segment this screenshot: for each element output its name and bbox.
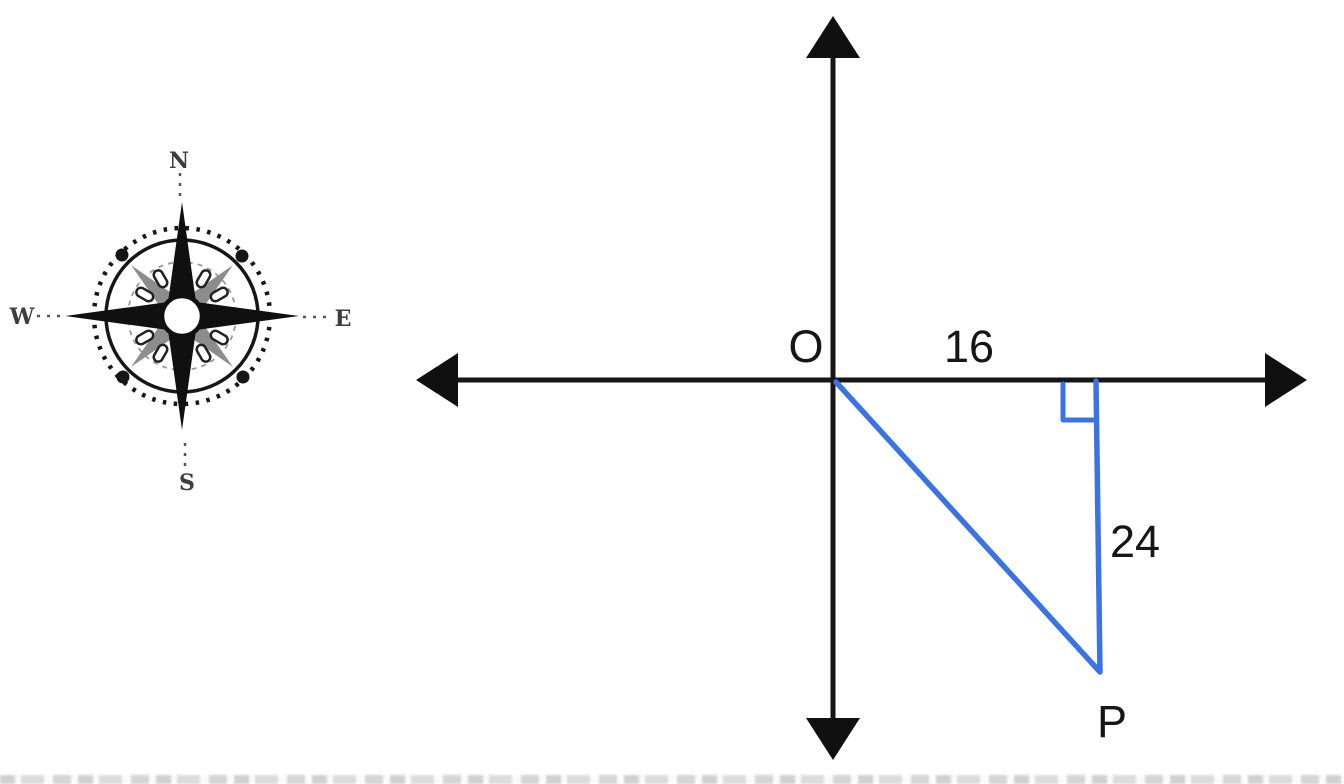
right-angle-marker bbox=[1060, 381, 1098, 423]
ring-dot-ne bbox=[235, 249, 249, 263]
ring-dot-se bbox=[236, 370, 250, 384]
tick-ene bbox=[209, 286, 229, 303]
ring-dot-sw bbox=[116, 370, 130, 384]
axis-arrow-left-icon bbox=[416, 353, 458, 407]
tick-nnw bbox=[152, 269, 169, 289]
compass-label-east: E bbox=[335, 306, 352, 332]
tick-wnw bbox=[135, 286, 155, 303]
axis-arrow-down-icon bbox=[806, 718, 860, 760]
compass-rose: N E S W bbox=[9, 148, 352, 496]
axis-arrow-up-icon bbox=[806, 16, 860, 58]
compass-ring-dots bbox=[115, 248, 250, 384]
triangle-sides-path bbox=[833, 378, 1103, 675]
vertical-distance-label: 24 bbox=[1110, 516, 1160, 567]
horizontal-distance-label: 16 bbox=[944, 321, 994, 372]
compass-tick-marks bbox=[135, 269, 229, 363]
coordinate-axes bbox=[416, 16, 1307, 760]
tick-ssw bbox=[152, 343, 169, 363]
compass-label-west: W bbox=[9, 304, 35, 330]
origin-label: O bbox=[788, 321, 823, 372]
compass-label-south: S bbox=[179, 470, 195, 496]
compass-hub bbox=[159, 293, 205, 339]
tick-nne bbox=[195, 269, 212, 289]
compass-label-connectors bbox=[37, 173, 331, 466]
compass-label-north: N bbox=[169, 148, 189, 174]
tick-ese bbox=[209, 329, 229, 346]
bearing-triangle bbox=[833, 378, 1103, 675]
tick-sse bbox=[195, 343, 212, 363]
ring-dot-nw bbox=[115, 248, 129, 262]
point-label: P bbox=[1097, 696, 1127, 747]
scan-artifact-band bbox=[0, 775, 1344, 784]
tick-wsw bbox=[135, 329, 155, 346]
axis-arrow-right-icon bbox=[1265, 353, 1307, 407]
